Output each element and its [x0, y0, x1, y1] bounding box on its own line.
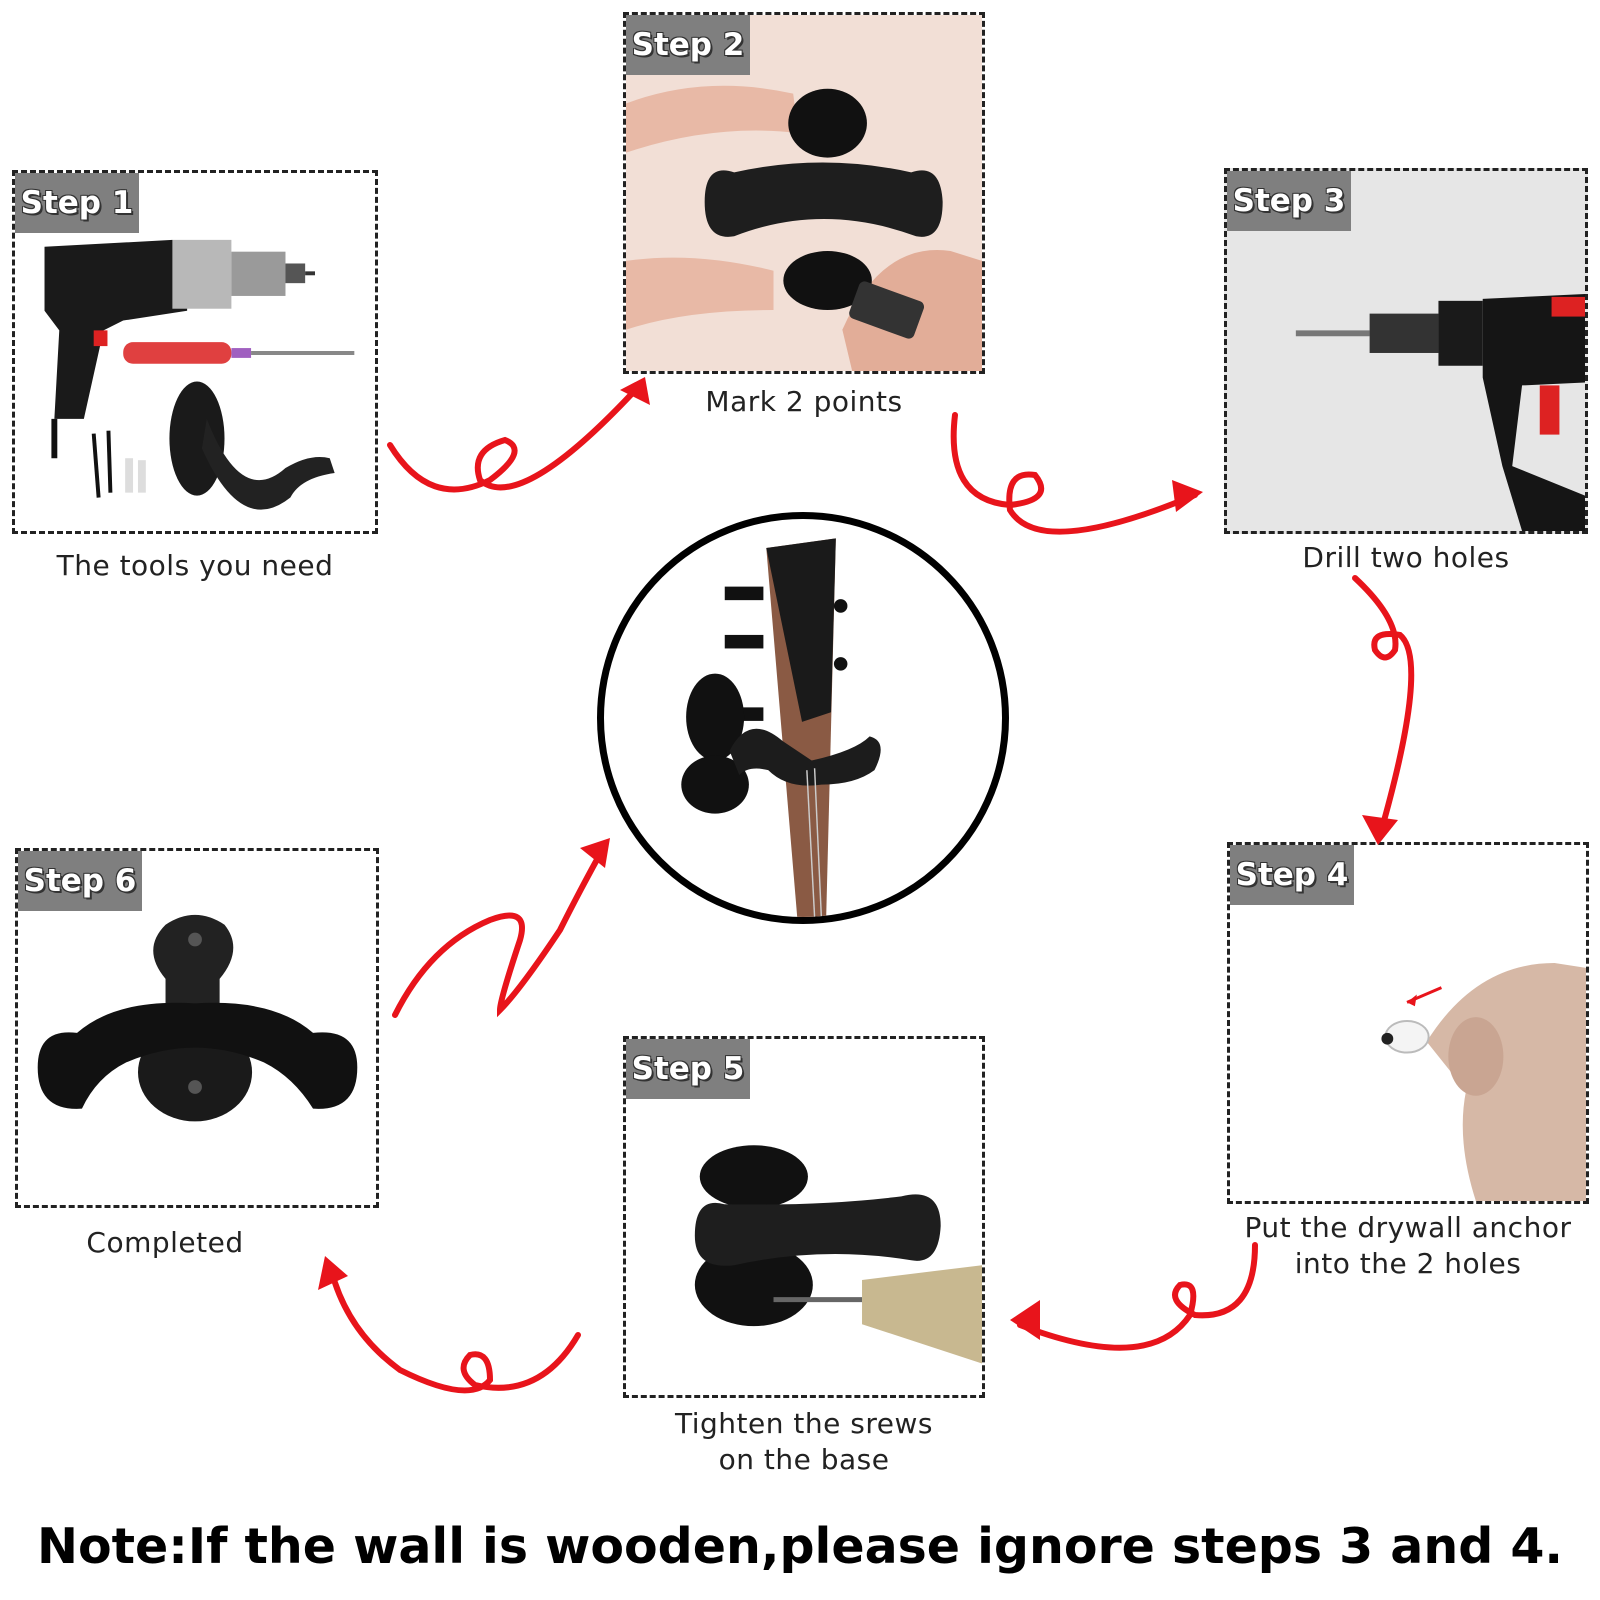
step-4-badge: Step 4	[1230, 845, 1354, 905]
arrowhead-step3	[1172, 480, 1203, 512]
step-5-panel: Step 5	[623, 1036, 985, 1398]
finished-guitar-circle	[597, 512, 1009, 924]
tools-illustration	[44, 239, 355, 510]
step-5-badge: Step 5	[626, 1039, 750, 1099]
step-3-panel: Step 3	[1224, 168, 1588, 534]
arrowhead-step4	[1362, 815, 1398, 845]
step-5-caption-line-2: on the base	[718, 1443, 890, 1476]
tightening-illustration	[694, 1145, 982, 1364]
step-2-caption: Mark 2 points	[705, 385, 903, 418]
step-2-panel: Step 2	[623, 12, 985, 374]
step-4-panel: Step 4	[1227, 842, 1589, 1204]
step-2-badge: Step 2	[626, 15, 750, 75]
step-4-caption: Put the drywall anchor into the 2 holes	[1227, 1210, 1589, 1282]
arrowhead-step6	[318, 1256, 348, 1290]
arrowhead-step5	[1010, 1300, 1040, 1340]
anchor-illustration	[1381, 963, 1586, 1201]
step-6-caption: Completed	[86, 1226, 244, 1259]
step-4-caption-line-2: into the 2 holes	[1294, 1247, 1522, 1280]
step-6-badge: Step 6	[18, 851, 142, 911]
completed-hanger-illustration	[37, 914, 358, 1122]
arrow-step3-to-step4	[1352, 575, 1415, 838]
step-6-panel: Step 6	[15, 848, 379, 1208]
arrow-step5-to-step6	[327, 1262, 581, 1394]
step-5-caption: Tighten the srews on the base	[623, 1406, 985, 1478]
step-1-caption: The tools you need	[56, 549, 334, 582]
arrow-step2-to-step3	[950, 412, 1198, 535]
note-text: Note:If the wall is wooden,please ignore…	[36, 1518, 1564, 1575]
step-5-caption-line-1: Tighten the srews	[675, 1407, 933, 1440]
step-3-caption: Drill two holes	[1302, 541, 1510, 574]
step-4-caption-line-1: Put the drywall anchor	[1244, 1211, 1572, 1244]
step-3-badge: Step 3	[1227, 171, 1351, 231]
arrow-step6-to-center	[392, 842, 608, 1018]
step-1-badge: Step 1	[15, 173, 139, 233]
arrow-step1-to-step2	[387, 382, 643, 493]
drilling-illustration	[1295, 293, 1585, 531]
step-1-panel: Step 1	[12, 170, 378, 534]
arrow-step4-to-step5	[1017, 1242, 1258, 1351]
guitar-on-hanger-illustration	[681, 538, 881, 917]
